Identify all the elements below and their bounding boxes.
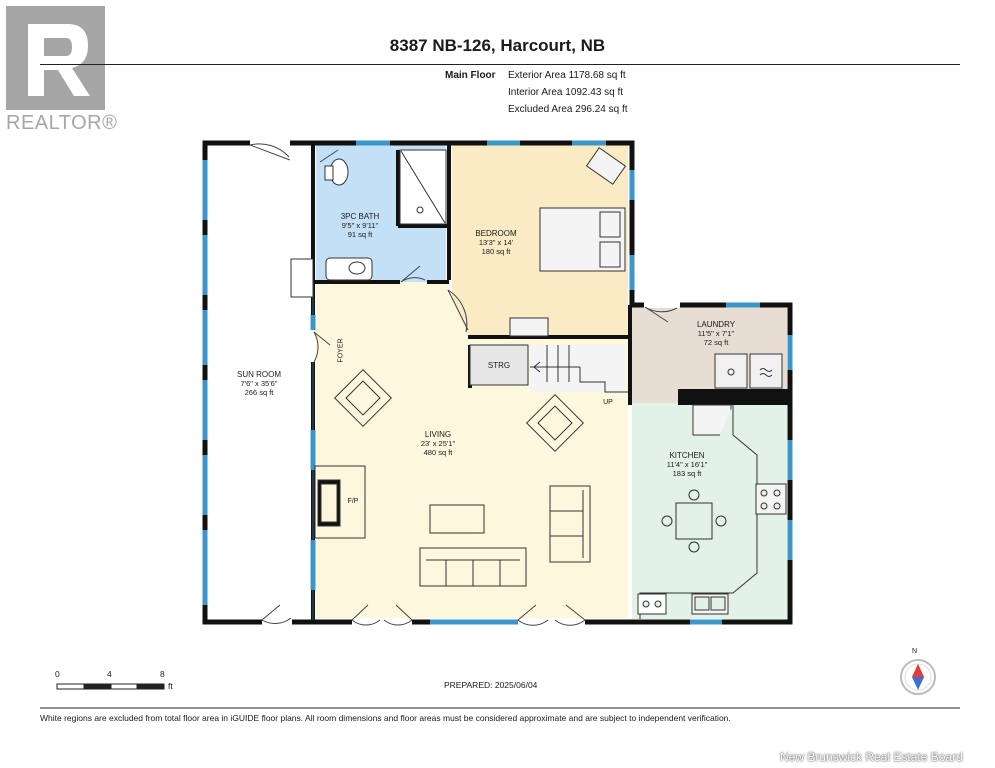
room-kitchen-area: 183 sq ft [672, 469, 702, 478]
room-bath-label: 3PC BATH 9'5" x 9'11" 91 sq ft [330, 212, 390, 239]
room-laundry-area: 72 sq ft [703, 338, 729, 347]
room-living-name: LIVING [424, 430, 452, 439]
page-title: 8387 NB-126, Harcourt, NB [389, 36, 606, 55]
kitchen-furniture [637, 389, 790, 619]
interior-area: Interior Area 1092.43 sq ft [508, 87, 624, 98]
room-kitchen-label: KITCHEN 11'4" x 16'1" 183 sq ft [657, 451, 717, 478]
scale-unit: ft [168, 681, 173, 691]
laundry-appliances [714, 353, 783, 389]
room-sunroom-dims: 7'6" x 35'6" [240, 379, 278, 388]
room-laundry-dims: 11'5" x 7'1" [697, 329, 735, 338]
compass-icon [900, 659, 936, 695]
room-sunroom-area: 266 sq ft [244, 388, 274, 397]
room-kitchen-name: KITCHEN [669, 451, 705, 460]
bedroom-furniture [509, 147, 627, 337]
exterior-walls [202, 140, 793, 625]
board-watermark: New Brunswick Real Estate Board [780, 750, 963, 764]
room-laundry-name: LAUNDRY [696, 320, 736, 329]
fireplace-label: F/P [347, 498, 359, 505]
scale-tick-0: 0 [55, 669, 60, 679]
room-living-label: LIVING 23' x 25'1" 480 sq ft [408, 430, 468, 457]
room-bath-area: 91 sq ft [347, 230, 373, 239]
excluded-area: Excluded Area 296.24 sq ft [508, 104, 628, 115]
room-sunroom-name: SUN ROOM [237, 370, 281, 379]
realtor-logo: REALTOR® [6, 6, 118, 134]
room-bath-dims: 9'5" x 9'11" [341, 221, 379, 230]
room-bath-name: 3PC BATH [340, 212, 380, 221]
room-laundry-label: LAUNDRY 11'5" x 7'1" 72 sq ft [686, 320, 746, 347]
title-rule [40, 64, 960, 65]
realtor-wordmark: REALTOR® [6, 112, 118, 134]
room-bedroom-label: BEDROOM 13'3" x 14' 180 sq ft [466, 229, 526, 256]
doors [249, 140, 680, 626]
scale-bar [56, 683, 165, 690]
bath-fixtures [324, 149, 447, 281]
room-living-area: 480 sq ft [423, 448, 453, 457]
room-kitchen-dims: 11'4" x 16'1" [666, 460, 708, 469]
living-furniture [290, 258, 591, 587]
realtor-r-icon [6, 6, 105, 110]
windows [202, 140, 793, 625]
stairs-fill [530, 345, 625, 392]
scale-tick-8: 8 [160, 669, 165, 679]
room-living-dims: 23' x 25'1" [420, 439, 456, 448]
stairs-up-label: UP [603, 399, 613, 406]
exterior-area: Exterior Area 1178.68 sq ft [508, 70, 626, 81]
stairs [469, 344, 628, 393]
compass-north-label: N [912, 648, 918, 655]
room-bedroom-dims: 13'3" x 14' [478, 238, 514, 247]
foyer-label: FOYER [337, 338, 345, 363]
floor-name: Main Floor [445, 70, 496, 81]
strg-label: STRG [487, 361, 511, 370]
room-sunroom-label: SUN ROOM 7'6" x 35'6" 266 sq ft [228, 370, 290, 397]
room-bedroom-area: 180 sq ft [481, 247, 511, 256]
disclaimer: White regions are excluded from total fl… [40, 713, 731, 723]
scale-tick-4: 4 [107, 669, 112, 679]
prepared-date: PREPARED: 2025/06/04 [444, 680, 538, 690]
room-bedroom-name: BEDROOM [475, 229, 517, 238]
